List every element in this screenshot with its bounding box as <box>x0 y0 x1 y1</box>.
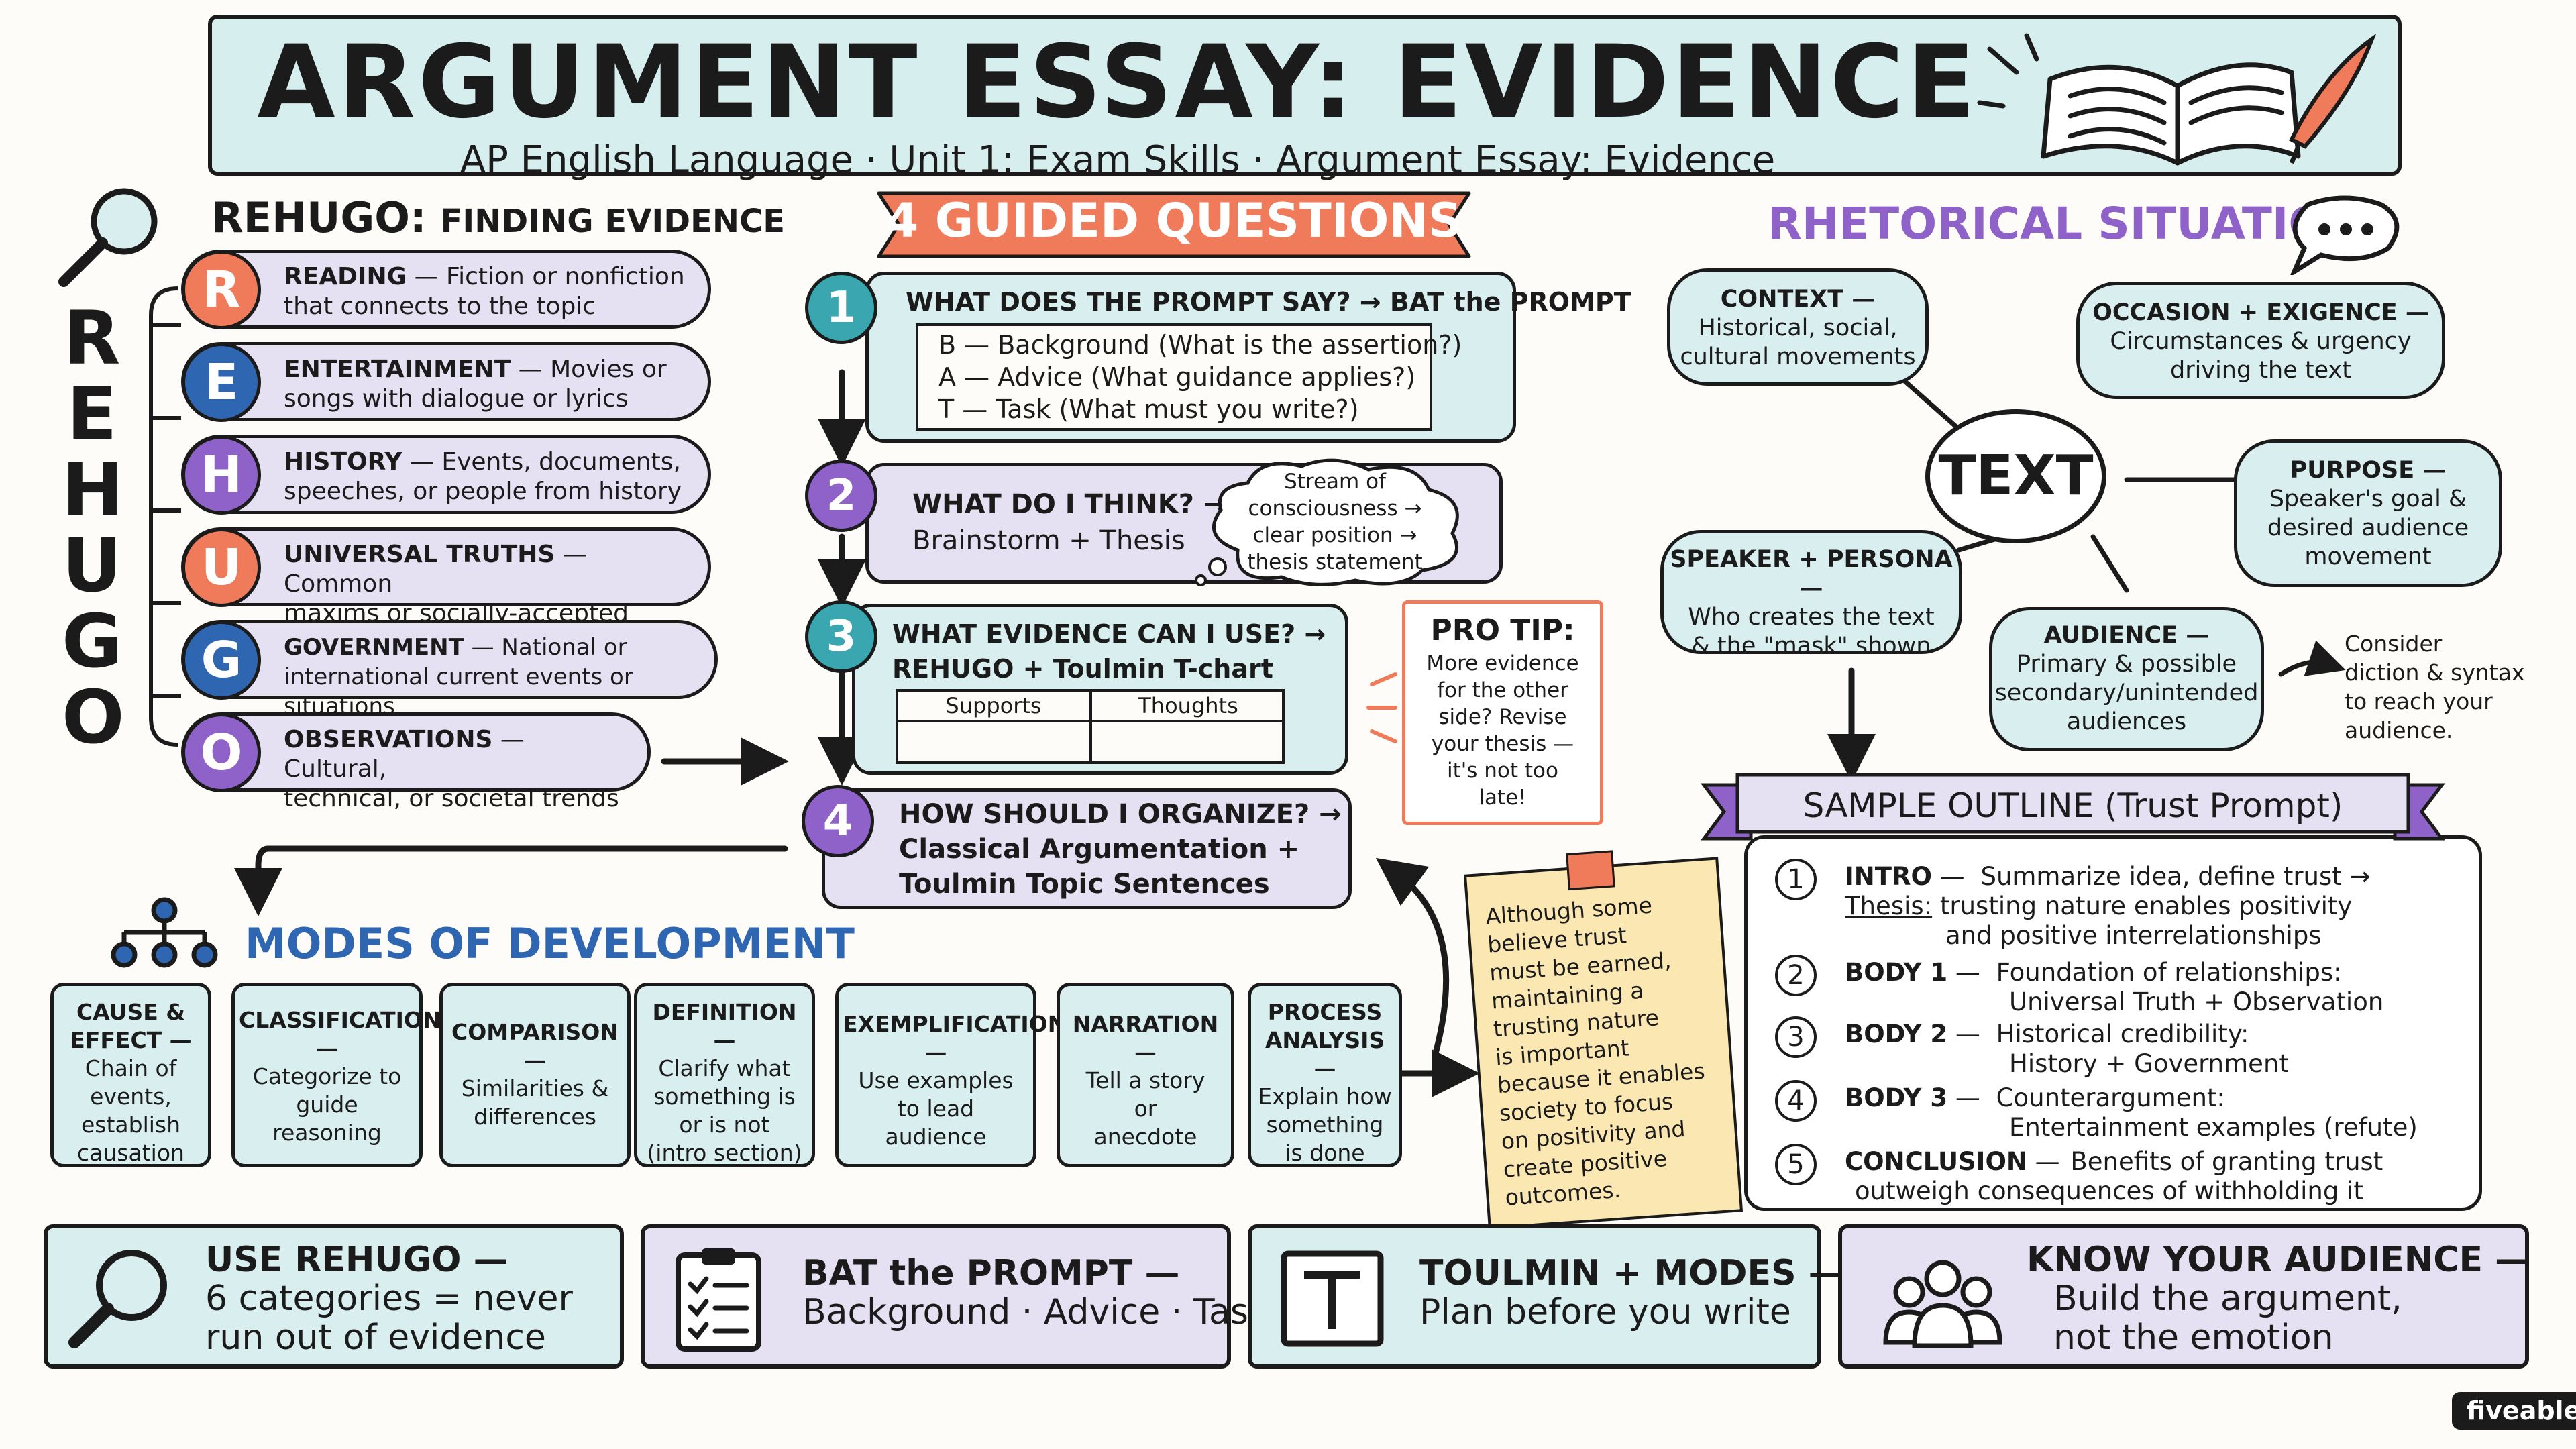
sample-outline-title: SAMPLE OUTLINE (Trust Prompt) <box>1803 786 2343 825</box>
magnifier-icon <box>68 1250 167 1348</box>
page-title: ARGUMENT ESSAY: EVIDENCE <box>257 24 1978 141</box>
banner-bat-the-prompt: BAT the PROMPT —Background · Advice · Ta… <box>641 1224 1269 1368</box>
text-center-node: TEXT <box>1925 409 2106 543</box>
vertical-letter-e: E <box>66 371 117 457</box>
t-chart: Supports Thoughts <box>896 689 1285 764</box>
vertical-letter-r: R <box>63 295 121 381</box>
banner-know-your-audience: KNOW YOUR AUDIENCE —Build the argument,n… <box>1838 1224 2530 1368</box>
hierarchy-icon <box>111 897 218 968</box>
purpose-node: PURPOSE —Speaker's goal &desired audienc… <box>2234 439 2502 587</box>
rehugo-item-observations: O OBSERVATIONS — Cultural,technical, or … <box>181 712 651 812</box>
vertical-letter-o: O <box>62 674 125 760</box>
banner-toulmin-modes: TOULMIN + MODES —Plan before you write <box>1248 1224 1843 1368</box>
clipboard-icon <box>676 1248 761 1352</box>
header-banner: ARGUMENT ESSAY: EVIDENCE AP English Lang… <box>208 15 2402 182</box>
question-4-number: 4 <box>802 785 874 857</box>
question-1-box: WHAT DOES THE PROMPT SAY? → BAT the PROM… <box>865 272 1631 443</box>
context-node: CONTEXT —Historical, social,cultural mov… <box>1667 268 1929 386</box>
letter-h-badge: H <box>182 435 261 515</box>
rehugo-item-history: H HISTORY — Events, documents,speeches, … <box>181 435 711 515</box>
open-book-icon <box>1977 33 2377 166</box>
sample-outline-box <box>1744 835 2482 1211</box>
people-icon <box>1883 1260 2002 1348</box>
sample-outline-banner <box>1701 773 2445 841</box>
fiveable-logo: fiveable <box>2452 1392 2576 1430</box>
pro-tip-title: PRO TIP: <box>1430 613 1575 647</box>
magnifier-icon <box>58 188 158 287</box>
bat-box: B — Background (What is the assertion?) … <box>916 323 1462 431</box>
speaker-persona-node: SPEAKER + PERSONA —Who creates the text&… <box>1660 530 1962 659</box>
rehugo-heading: REHUGO: FINDING EVIDENCE <box>211 193 786 242</box>
vertical-letter-h: H <box>62 447 124 533</box>
speech-bubble-icon <box>2290 195 2400 275</box>
question-4-box: HOW SHOULD I ORGANIZE? →Classical Argume… <box>822 788 1352 909</box>
tape-icon <box>1566 850 1615 891</box>
modes-heading: MODES OF DEVELOPMENT <box>245 919 855 968</box>
question-1-number: 1 <box>805 272 877 344</box>
thought-cloud <box>1195 458 1459 586</box>
question-2-number: 2 <box>805 460 877 532</box>
t-chart-thoughts: Thoughts <box>1138 693 1238 718</box>
question-3-box: WHAT EVIDENCE CAN I USE? →REHUGO + Toulm… <box>852 604 1348 775</box>
letter-g-badge: G <box>182 621 261 700</box>
rhetorical-heading: RHETORICAL SITUATION <box>1768 198 2363 250</box>
question-3-number: 3 <box>805 600 877 673</box>
letter-o-badge: O <box>182 713 261 792</box>
occasion-exigence-node: OCCASION + EXIGENCE —Circumstances & urg… <box>2076 282 2445 399</box>
rehugo-bracket <box>149 286 181 747</box>
question-1-title: WHAT DOES THE PROMPT SAY? → BAT the PROM… <box>906 287 1631 317</box>
page-subtitle: AP English Language · Unit 1: Exam Skill… <box>460 138 1776 182</box>
vertical-letter-u: U <box>62 523 122 608</box>
letter-e-badge: E <box>182 343 261 422</box>
guided-questions-title: 4 GUIDED QUESTIONS <box>885 193 1462 248</box>
guided-questions-banner <box>877 191 1471 258</box>
t-chart-supports: Supports <box>945 693 1042 718</box>
vertical-letter-g: G <box>62 598 123 684</box>
letter-u-badge: U <box>182 528 261 607</box>
letter-r-badge: R <box>182 250 261 329</box>
t-chart-icon <box>1281 1250 1384 1347</box>
mode-comparison: COMPARISON — Similarities &differences <box>439 983 631 1167</box>
